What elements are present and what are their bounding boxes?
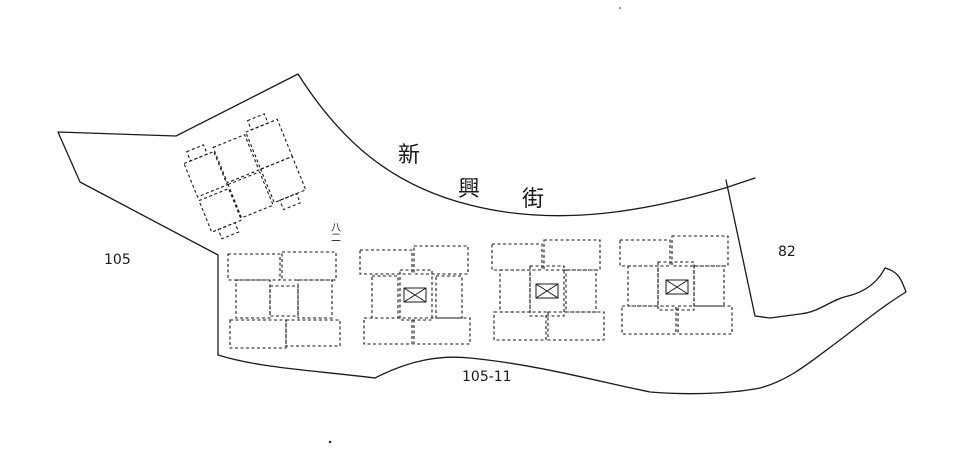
site-boundary xyxy=(57,73,907,395)
street-label-char-1: 新 xyxy=(398,143,420,168)
street-label-char-2: 興 xyxy=(458,177,480,202)
street-label-char-3: 街 xyxy=(522,187,544,212)
speck xyxy=(328,440,332,444)
speck xyxy=(619,7,621,9)
parcel-label-west: 105 xyxy=(104,252,131,268)
stair-cross-icon xyxy=(665,279,689,295)
building-block-1 xyxy=(227,251,341,349)
stair-cross-icon xyxy=(535,283,559,299)
building-block-2 xyxy=(359,245,471,345)
building-block-3 xyxy=(491,239,605,341)
parcel-label-south: 105-11 xyxy=(462,369,512,385)
parcel-label-east: 82 xyxy=(778,244,796,260)
stair-cross-icon xyxy=(403,287,427,303)
hatched-unit xyxy=(671,235,729,267)
note-mark: 八二 xyxy=(329,222,341,242)
building-block-northwest xyxy=(183,113,307,240)
building-block-4 xyxy=(619,235,733,335)
